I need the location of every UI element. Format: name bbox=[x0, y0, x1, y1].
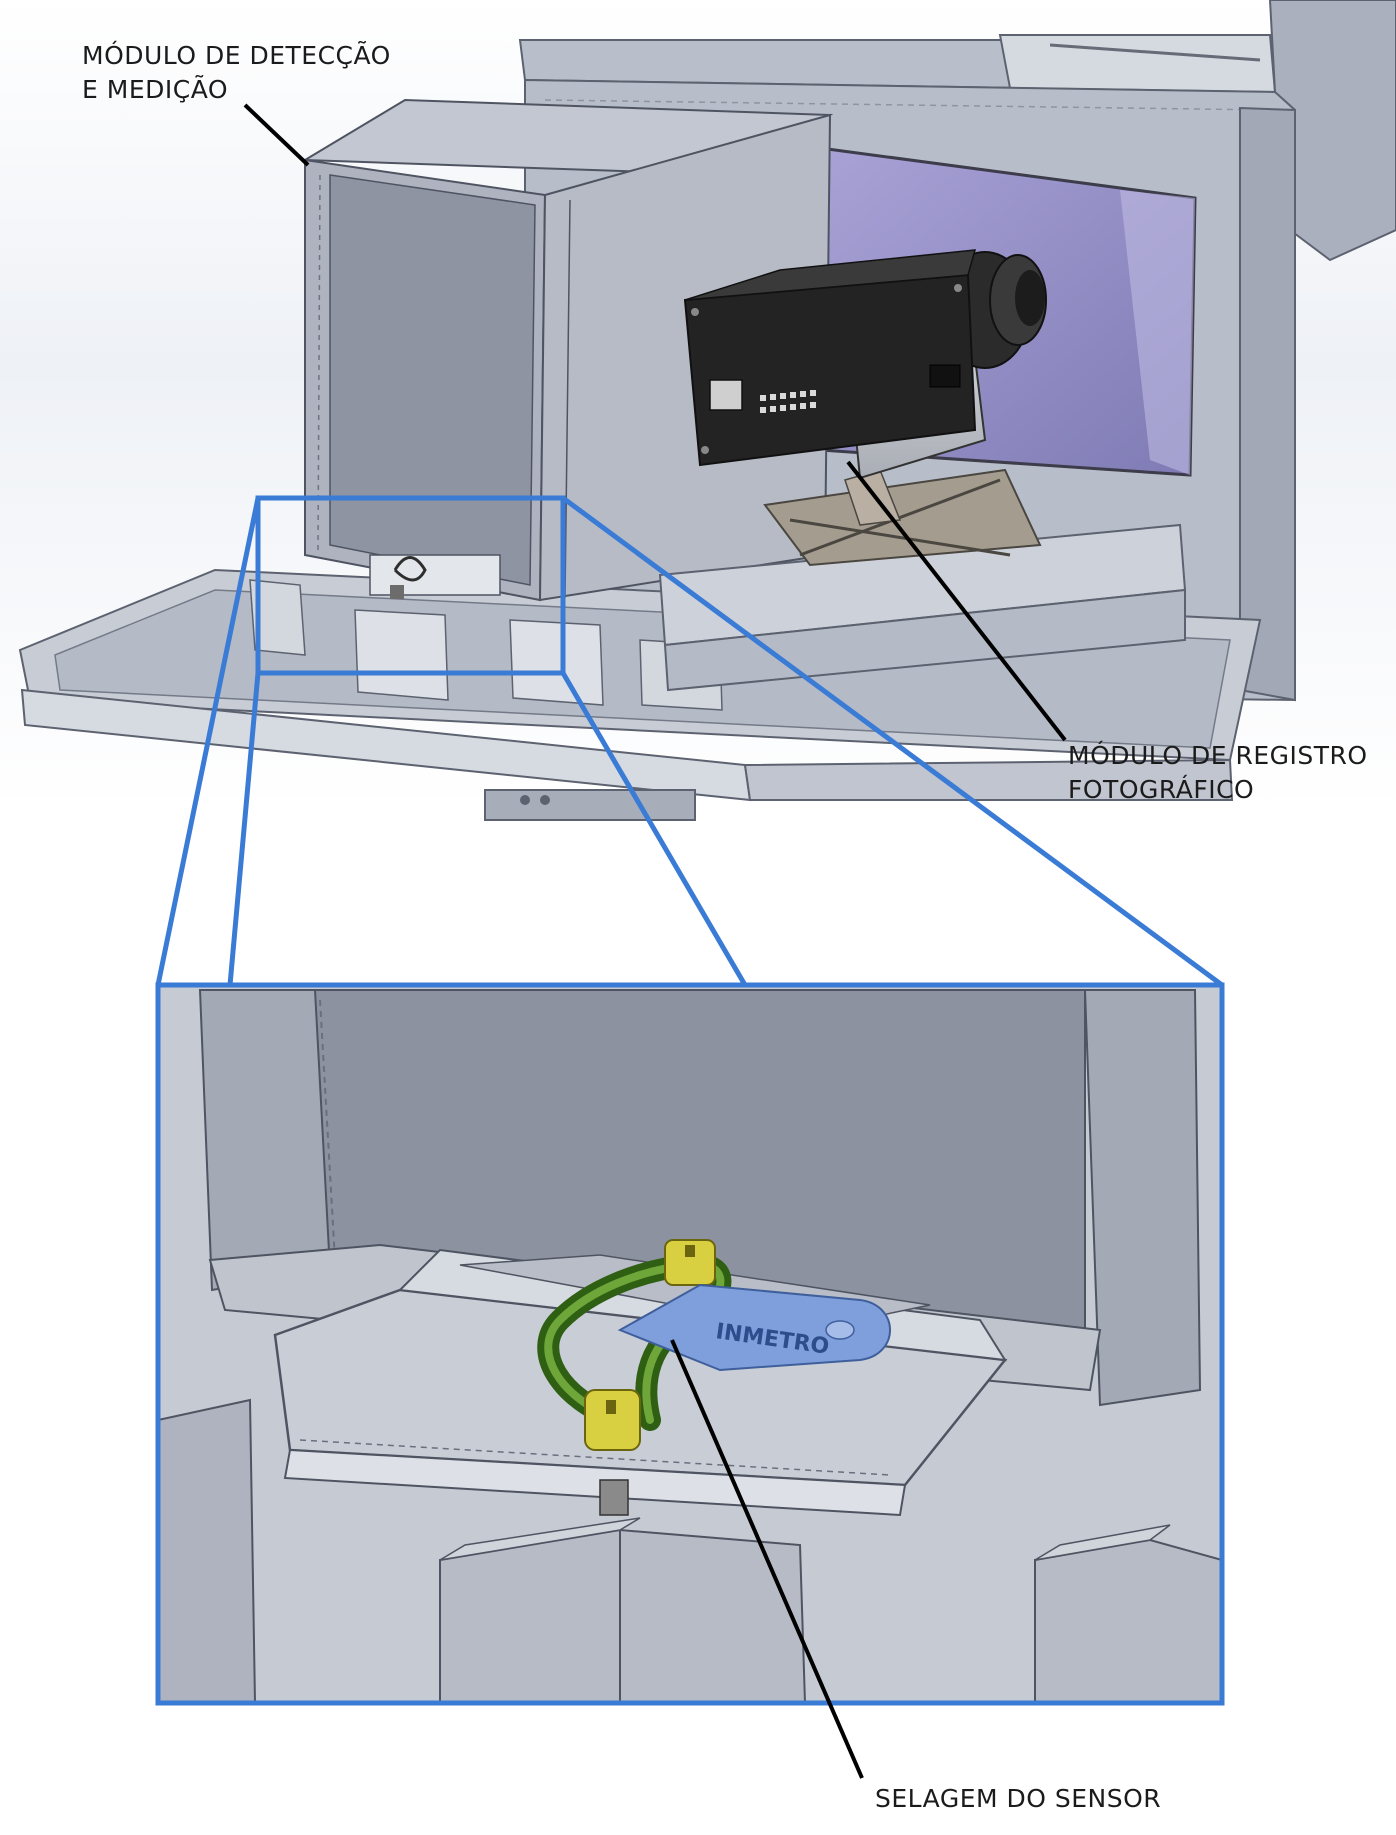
zoom-detail-frame bbox=[155, 982, 1225, 1706]
photo-module bbox=[683, 249, 1047, 567]
camera-port bbox=[709, 379, 743, 411]
support-post bbox=[484, 789, 696, 821]
detail-front-box-center bbox=[439, 1528, 807, 1703]
detail-right-post bbox=[1083, 989, 1202, 1407]
enclosure-right-wall bbox=[1239, 106, 1296, 702]
detail-front-box-left bbox=[158, 1398, 257, 1703]
zoom-line-left-inner bbox=[227, 672, 261, 986]
label-photo-module-line1: MÓDULO DE REGISTRO bbox=[1068, 741, 1368, 770]
label-detection-module-line1: MÓDULO DE DETECÇÃO bbox=[82, 41, 391, 70]
zoom-line-right-inner bbox=[560, 671, 748, 987]
seal-tag: INMETRO bbox=[617, 1283, 891, 1372]
detail-front-box-right bbox=[1034, 1538, 1222, 1703]
leader-sensor-seal bbox=[670, 1339, 864, 1779]
sensor-seal: INMETRO bbox=[537, 1239, 891, 1451]
leader-photo-module bbox=[846, 460, 1067, 742]
seal-lock-top bbox=[664, 1239, 716, 1286]
detail-left-post bbox=[198, 989, 332, 1292]
detection-module bbox=[301, 98, 834, 602]
label-detection-module-line2: E MEDIÇÃO bbox=[82, 75, 229, 104]
top-assembly bbox=[18, 0, 1396, 821]
zoom-source-box bbox=[255, 495, 566, 676]
label-photo-module-line2: FOTOGRÁFICO bbox=[1068, 775, 1255, 804]
label-sensor-seal: SELAGEM DO SENSOR bbox=[875, 1784, 1162, 1813]
seal-lock-bottom bbox=[584, 1389, 641, 1451]
zoom-line-right-outer bbox=[561, 495, 1224, 988]
lid-hinge-strip bbox=[998, 34, 1277, 94]
zoom-line-left-outer bbox=[155, 497, 261, 986]
zoom-callout bbox=[155, 495, 1224, 988]
camera-connector-pins bbox=[760, 390, 816, 413]
zoom-detail: INMETRO bbox=[155, 982, 1225, 1706]
leader-detection-module bbox=[243, 103, 310, 167]
